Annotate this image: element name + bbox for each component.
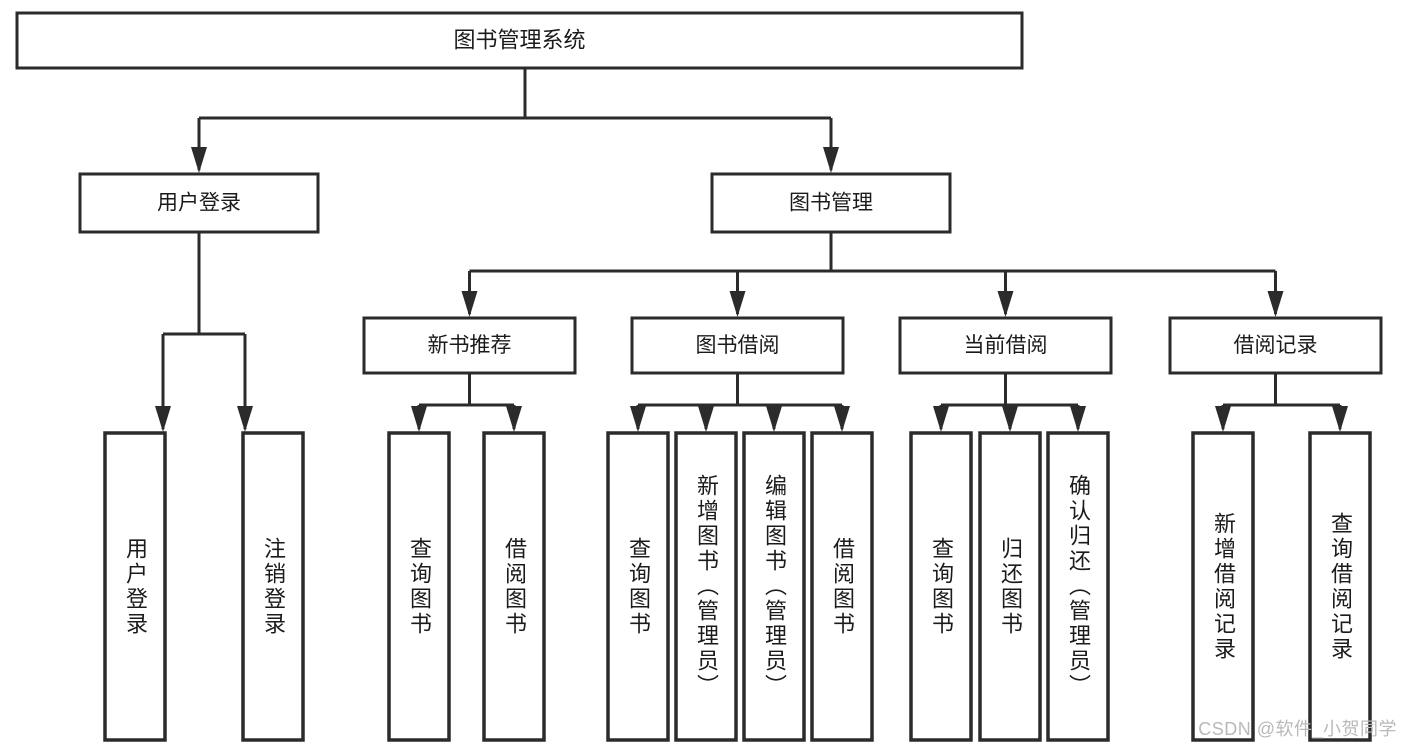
node-label-borrow-record: 借阅记录 [1234,334,1318,357]
arrow-user-login-leaf-0 [155,406,171,432]
arrow-current-borrow-leaf-0 [933,406,949,432]
arrow-current-borrow-leaf-2 [1070,406,1086,432]
node-box-leaf-user-login[interactable] [103,431,167,742]
arrow-new-book-recommend-leaf-0 [411,406,427,432]
arrow-level2-0 [191,147,207,173]
node-box-book-borrow[interactable] [630,316,845,375]
node-label-book-manage: 图书管理 [789,192,873,215]
node-box-leaf-user-logout[interactable] [241,431,305,742]
connector-layer [155,68,1348,432]
arrow-level3-2 [997,291,1014,317]
node-box-leaf-add-record[interactable] [1191,431,1255,742]
arrow-book-borrow-leaf-2 [766,406,782,432]
node-box-leaf-query-book-2[interactable] [606,431,670,742]
node-box-leaf-query-book-3[interactable] [909,431,973,742]
node-label-book-borrow: 图书借阅 [696,334,780,357]
arrow-new-book-recommend-leaf-1 [506,406,522,432]
arrow-user-login-leaf-1 [237,406,253,432]
arrow-level3-1 [729,291,746,317]
node-label-new-book-recommend: 新书推荐 [428,334,512,357]
node-box-current-borrow[interactable] [898,316,1113,375]
node-box-leaf-edit-book[interactable] [742,431,806,742]
node-box-book-manage[interactable] [710,172,952,234]
box-layer [15,11,1383,742]
node-box-borrow-record[interactable] [1168,316,1383,375]
node-box-root[interactable] [15,11,1024,70]
node-box-leaf-query-record[interactable] [1308,431,1372,742]
node-label-user-login: 用户登录 [157,192,241,215]
arrow-borrow-record-leaf-0 [1215,406,1231,432]
node-box-leaf-borrow-book-2[interactable] [810,431,874,742]
node-label-current-borrow: 当前借阅 [964,334,1048,357]
arrow-book-borrow-leaf-1 [698,406,714,432]
node-box-new-book-recommend[interactable] [362,316,577,375]
node-box-leaf-borrow-book-1[interactable] [482,431,546,742]
node-box-leaf-add-book[interactable] [674,431,738,742]
arrow-book-borrow-leaf-0 [630,406,646,432]
node-box-leaf-query-book-1[interactable] [387,431,451,742]
node-box-user-login[interactable] [78,172,320,234]
arrow-borrow-record-leaf-1 [1332,406,1348,432]
arrow-book-borrow-leaf-3 [834,406,850,432]
node-box-leaf-confirm-return[interactable] [1046,431,1110,742]
arrow-level3-0 [461,291,478,317]
arrow-current-borrow-leaf-1 [1002,406,1018,432]
watermark: CSDN @软件_小贺同学 [1198,719,1397,739]
arrow-level2-1 [823,147,839,173]
node-label-root: 图书管理系统 [453,27,585,52]
node-box-leaf-return-book[interactable] [978,431,1042,742]
arrow-level3-3 [1267,291,1284,317]
